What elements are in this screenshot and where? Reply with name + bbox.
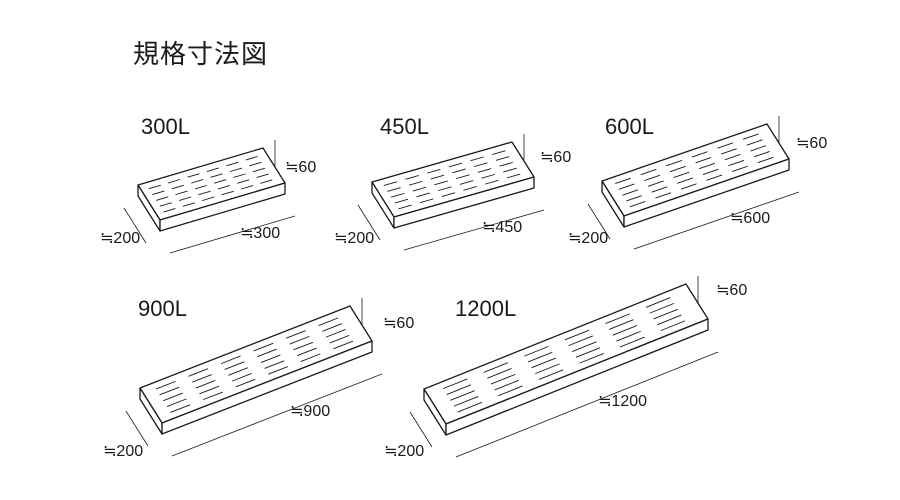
wood-grain-line xyxy=(159,323,343,396)
label-450l: 450L xyxy=(380,114,429,139)
wood-grain-line xyxy=(163,329,346,402)
length-value: ≒900 xyxy=(290,403,330,420)
wood-grain-line xyxy=(615,133,759,184)
wood-grain-line xyxy=(148,156,258,190)
block-side-face xyxy=(623,158,790,228)
block-top-face xyxy=(601,123,790,217)
wood-grain-line xyxy=(629,156,774,208)
wood-grain-line xyxy=(442,297,671,389)
width-value: ≒200 xyxy=(568,230,608,247)
length-dimension-line xyxy=(171,373,383,457)
length-dimension-line xyxy=(403,209,545,251)
wood-grain-line xyxy=(453,314,682,407)
wood-grain-line xyxy=(626,151,770,202)
page-title: 規格寸法図 xyxy=(133,39,269,69)
block-top-face xyxy=(137,147,286,221)
block-top-face xyxy=(423,283,709,425)
wood-grain-line xyxy=(383,150,506,186)
wood-grain-line xyxy=(166,335,350,407)
wood-grain-line xyxy=(446,303,675,395)
height-value: ≒60 xyxy=(540,149,571,166)
wood-grain-line xyxy=(163,179,273,213)
length-value: ≒300 xyxy=(240,225,280,242)
width-value: ≒200 xyxy=(103,443,143,460)
block-side-face xyxy=(393,176,535,229)
width-dimension-line xyxy=(123,207,147,244)
height-value: ≒60 xyxy=(383,315,414,332)
wood-grain-line xyxy=(622,145,767,196)
length-value: ≒1200 xyxy=(598,393,647,410)
height-value: ≒60 xyxy=(716,282,747,299)
width-dimension-line xyxy=(357,204,381,241)
width-dimension-line xyxy=(409,411,433,448)
length-value: ≒450 xyxy=(482,219,522,236)
block-top-face xyxy=(139,305,373,424)
length-value: ≒600 xyxy=(730,210,770,227)
label-300l: 300L xyxy=(141,114,190,139)
wood-grain-line xyxy=(398,173,521,210)
wood-grain-line xyxy=(159,173,269,207)
width-dimension-line xyxy=(125,410,149,447)
wood-grain-line xyxy=(390,162,513,198)
label-900l: 900L xyxy=(138,296,187,321)
wood-grain-line xyxy=(450,308,678,401)
height-value: ≒60 xyxy=(796,135,827,152)
wood-grain-line xyxy=(394,167,517,204)
width-value: ≒200 xyxy=(100,230,140,247)
block-top-face xyxy=(371,141,535,218)
wood-grain-line xyxy=(155,317,339,390)
wood-grain-line xyxy=(170,340,354,413)
length-dimension-line xyxy=(455,351,719,458)
length-dimension-line xyxy=(169,215,296,254)
wood-grain-line xyxy=(387,156,510,192)
block-side-face xyxy=(445,318,709,436)
label-600l: 600L xyxy=(605,114,654,139)
block-side-face xyxy=(159,182,286,232)
label-1200l: 1200L xyxy=(455,296,517,321)
width-dimension-line xyxy=(587,203,611,240)
wood-grain-line xyxy=(152,161,262,195)
wood-grain-line xyxy=(618,139,763,190)
block-side-face xyxy=(161,340,373,435)
wood-grain-line xyxy=(156,167,266,201)
width-value: ≒200 xyxy=(384,443,424,460)
length-dimension-line xyxy=(633,191,800,250)
wood-grain-line xyxy=(457,320,686,413)
height-value: ≒60 xyxy=(285,159,316,176)
width-value: ≒200 xyxy=(334,230,374,247)
